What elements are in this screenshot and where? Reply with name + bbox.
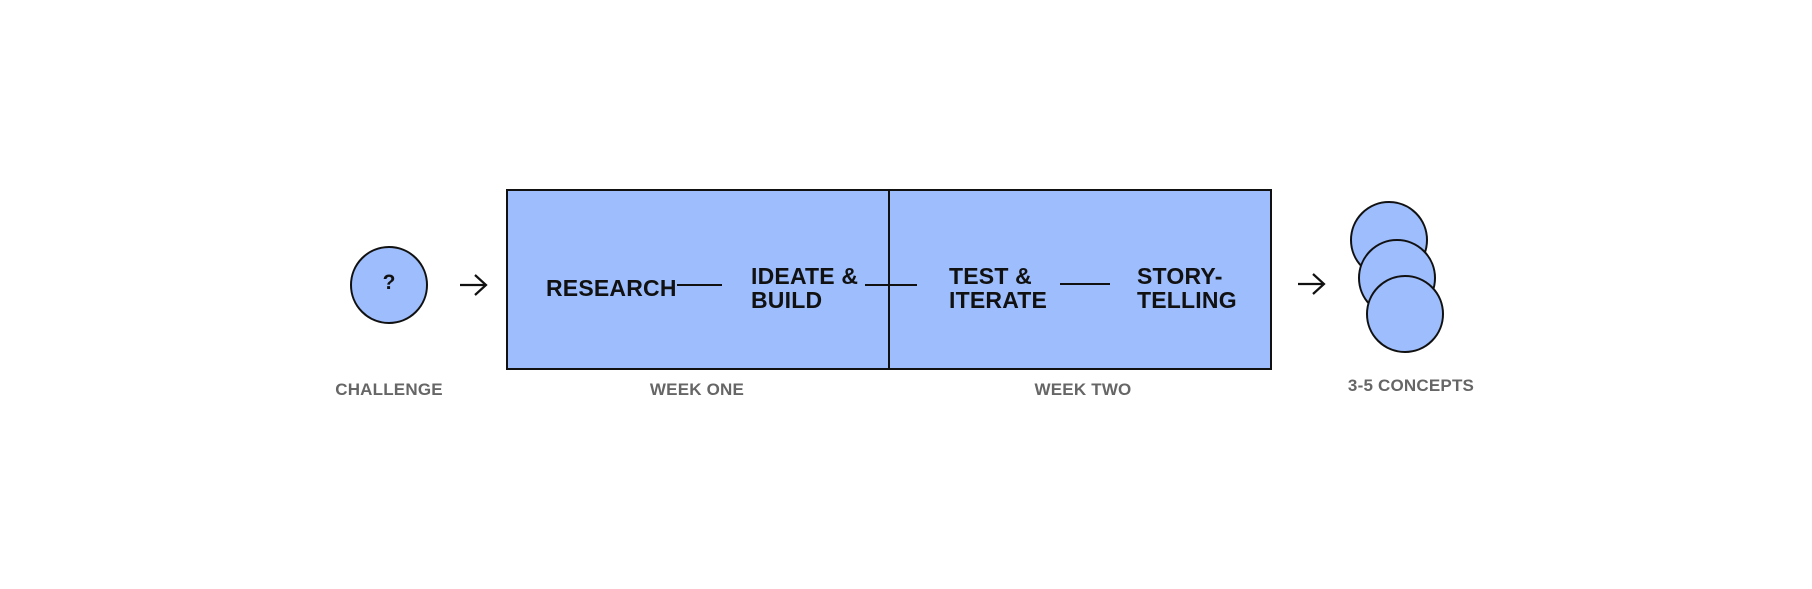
step-connector (1060, 283, 1110, 285)
step-test-iterate: TEST & ITERATE (949, 263, 1048, 313)
week-two-caption: WEEK TWO (1034, 380, 1132, 399)
step-connector (677, 284, 722, 286)
step-research: RESEARCH (546, 275, 677, 301)
challenge-question-mark: ? (382, 271, 396, 294)
right-arrow-icon (459, 273, 489, 297)
process-box: RESEARCH IDEATE & BUILD TEST & ITERATE S… (506, 189, 1272, 370)
challenge-caption: CHALLENGE (335, 380, 443, 399)
step-storytelling: STORY- TELLING (1137, 263, 1237, 313)
right-arrow-icon (1297, 272, 1327, 296)
week-divider (888, 191, 890, 368)
challenge-circle: ? (350, 246, 428, 324)
step-ideate-build: IDEATE & BUILD (751, 263, 859, 313)
step-connector (865, 284, 917, 286)
concept-circle (1366, 275, 1444, 353)
week-one-caption: WEEK ONE (649, 380, 745, 399)
concepts-caption: 3-5 CONCEPTS (1347, 376, 1475, 395)
